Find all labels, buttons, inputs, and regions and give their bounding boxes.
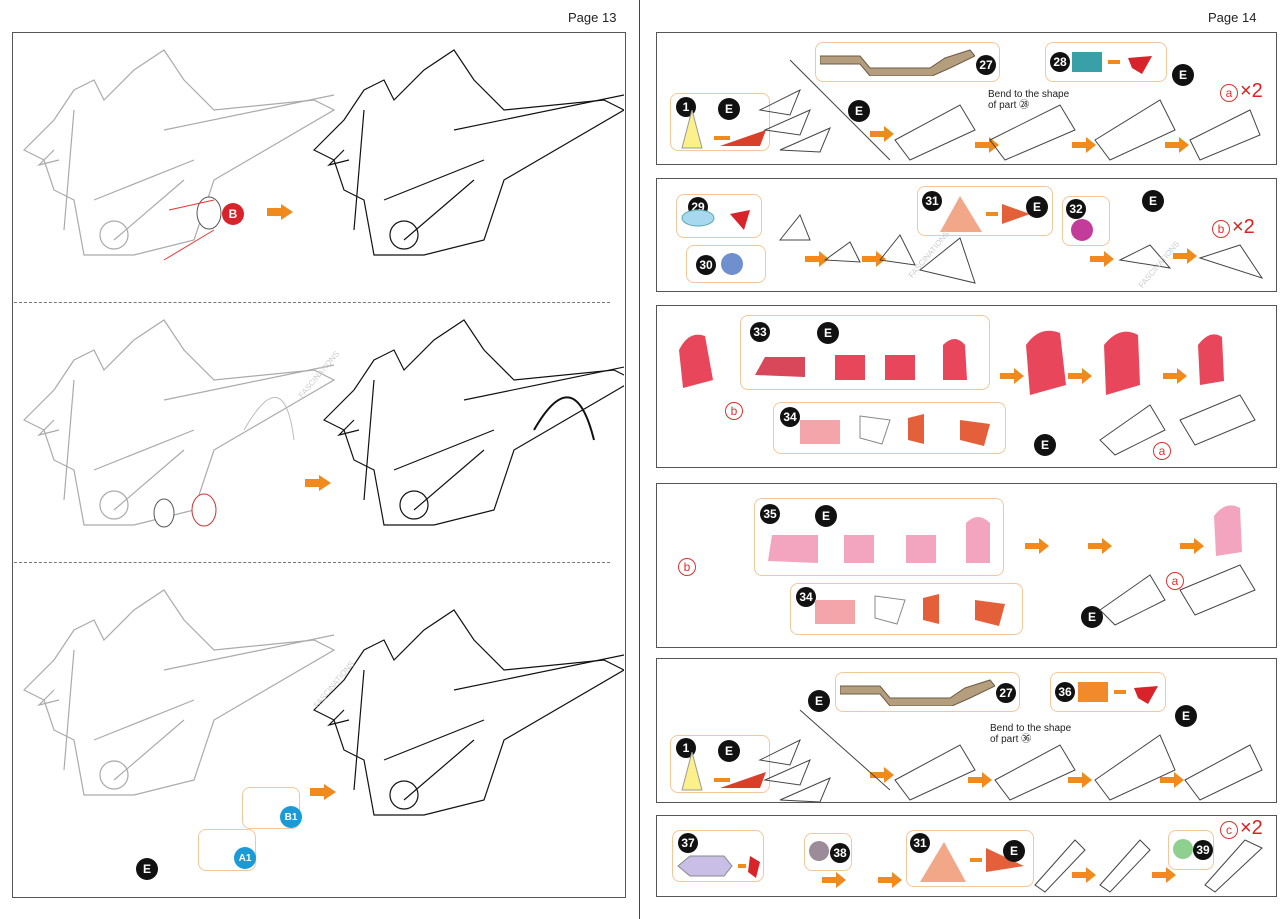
step-number: 32 <box>1066 199 1086 219</box>
subassembly-label-b: b <box>678 558 696 576</box>
part-28-shapes <box>1072 52 1152 74</box>
page-divider <box>639 0 640 919</box>
part-shapes <box>681 110 766 149</box>
part-shapes <box>681 752 766 791</box>
part-31-shapes <box>940 196 1030 232</box>
part-30-shape <box>721 253 743 275</box>
dragon-illustrations <box>23 49 624 816</box>
part-label-e: E <box>808 690 830 712</box>
instruction-note: Bend to the shape of part ㉘ <box>988 89 1070 111</box>
part-label-e: E <box>1172 64 1194 86</box>
step-number: 1 <box>676 738 696 758</box>
step-number: 33 <box>750 322 770 342</box>
part-36-shapes <box>1078 682 1158 704</box>
part-37-shapes <box>677 855 760 878</box>
step-number: 39 <box>1193 840 1213 860</box>
dashed-divider <box>14 302 610 303</box>
assembly-steps <box>1026 330 1224 395</box>
dashed-divider <box>14 562 610 563</box>
arrow-icon <box>267 204 293 220</box>
part-29-shape <box>681 209 750 230</box>
step-number: 31 <box>910 833 930 853</box>
subassembly-label-b: b <box>1212 220 1230 238</box>
step-number: 27 <box>996 683 1016 703</box>
part-label-e: E <box>718 98 740 120</box>
part-label-e: E <box>718 740 740 762</box>
part-label-a1: A1 <box>234 847 256 869</box>
part-label-e: E <box>1034 434 1056 456</box>
step-number: 34 <box>796 587 816 607</box>
part-label-e: E <box>1142 190 1164 212</box>
part-label-e: E <box>1081 606 1103 628</box>
subassembly-label-c: c <box>1220 821 1238 839</box>
step-number: 36 <box>1055 682 1075 702</box>
step-number: 37 <box>678 833 698 853</box>
quantity-label: ×2 <box>1240 817 1263 839</box>
part-label-e: E <box>817 322 839 344</box>
part-label-e: E <box>848 100 870 122</box>
step-number: 34 <box>780 407 800 427</box>
arrow-icon <box>305 475 331 491</box>
page-number: Page 14 <box>1208 10 1257 25</box>
quantity-label: ×2 <box>1240 80 1263 102</box>
part-label-e: E <box>1003 840 1025 862</box>
quantity-label: ×2 <box>1232 216 1255 238</box>
step-number: 30 <box>696 255 716 275</box>
part-35-shapes <box>768 517 990 563</box>
part-label-e: E <box>1026 196 1048 218</box>
subassembly-label-b: b <box>725 402 743 420</box>
part-34-shapes <box>815 594 1005 626</box>
part-32-shape <box>1071 219 1093 241</box>
part-label-b1: B1 <box>280 806 302 828</box>
part-label-e: E <box>1175 705 1197 727</box>
subassembly-label-a: a <box>1153 442 1171 460</box>
step-number: 35 <box>760 504 780 524</box>
part-27-shape <box>820 49 975 76</box>
step-number: 27 <box>976 55 996 75</box>
part-38-shape <box>809 841 829 861</box>
step-number: 28 <box>1050 52 1070 72</box>
part-31-shapes <box>920 842 1024 882</box>
subassembly-label-a: a <box>1220 84 1238 102</box>
step-number: 31 <box>922 191 942 211</box>
part-33-shapes <box>755 339 967 380</box>
part-label-b: B <box>222 203 244 225</box>
part-27-shape <box>840 679 995 706</box>
part-39-shape <box>1173 839 1193 859</box>
subassembly-label-a: a <box>1166 572 1184 590</box>
pink-cylinder <box>1214 505 1242 556</box>
part-label-e: E <box>815 505 837 527</box>
arrow-icon <box>310 784 336 800</box>
instruction-note: Bend to the shape of part ㊱ <box>990 723 1072 745</box>
part-34-shapes <box>800 414 990 446</box>
step-number: 38 <box>830 843 850 863</box>
page-13-frame <box>12 32 626 898</box>
page-number: Page 13 <box>568 10 617 25</box>
part-label-e: E <box>136 858 158 880</box>
pink-cylinder <box>679 334 713 388</box>
